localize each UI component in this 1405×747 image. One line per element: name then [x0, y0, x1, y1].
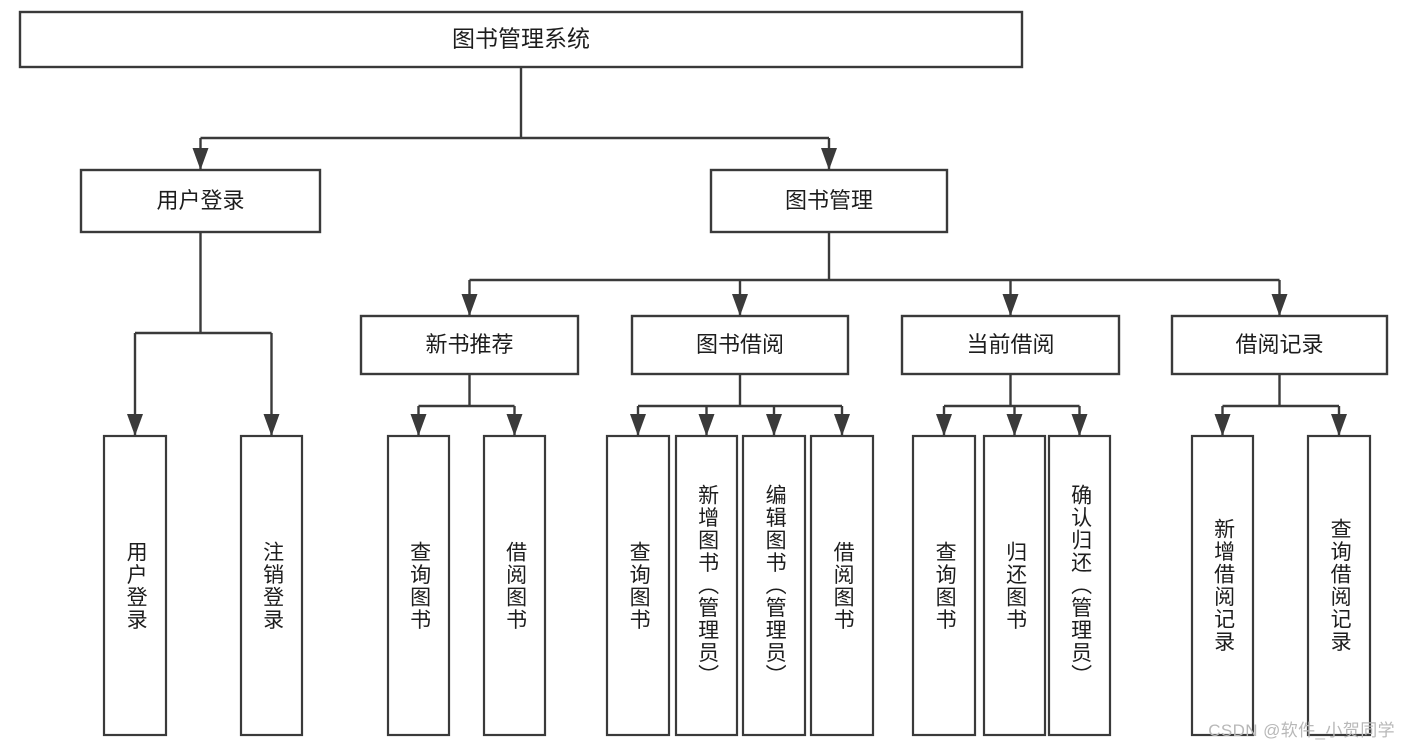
node-label: 借阅记录 — [1235, 332, 1323, 357]
node-用户登录[interactable]: 用户登录 — [79, 168, 322, 234]
node-label: 图书管理系统 — [452, 26, 590, 52]
arrow-head-icon — [410, 414, 427, 436]
arrow-head-icon — [766, 414, 782, 436]
node-rect — [1190, 434, 1255, 737]
arrow-head-icon — [834, 414, 850, 436]
node-查询图书-leaf[interactable] — [386, 434, 451, 737]
node-rect — [605, 434, 671, 737]
node-注销登录-leaf[interactable] — [239, 434, 304, 737]
arrow-head-icon — [936, 414, 952, 436]
arrow-head-icon — [1002, 294, 1019, 316]
node-用户登录-leaf[interactable] — [102, 434, 168, 737]
node-rect — [709, 168, 949, 234]
csdn-watermark: CSDN @软件_小贺同学 — [1208, 721, 1395, 740]
node-rect — [1306, 434, 1372, 737]
node-label: 图书管理 — [785, 188, 873, 213]
node-rect — [18, 10, 1024, 69]
node-归还图书-leaf[interactable] — [982, 434, 1047, 737]
node-rect — [674, 434, 739, 737]
node-查询图书-leaf[interactable] — [911, 434, 977, 737]
node-rect — [102, 434, 168, 737]
arrow-head-icon — [1331, 414, 1347, 436]
node-借阅记录[interactable]: 借阅记录 — [1170, 314, 1389, 376]
node-label: 当前借阅 — [966, 332, 1054, 357]
arrow-head-icon — [461, 294, 478, 316]
node-rect — [741, 434, 807, 737]
node-rect — [1170, 314, 1389, 376]
node-新增图书管理员-leaf[interactable] — [674, 434, 739, 737]
arrow-head-icon — [127, 414, 143, 436]
node-新增借阅记录-leaf[interactable] — [1190, 434, 1255, 737]
node-确认归还管理员-leaf[interactable] — [1047, 434, 1112, 737]
arrow-head-icon — [1071, 414, 1088, 436]
arrow-head-icon — [732, 294, 748, 316]
node-rect — [482, 434, 547, 737]
node-查询借阅记录-leaf[interactable] — [1306, 434, 1372, 737]
node-新书推荐[interactable]: 新书推荐 — [359, 314, 580, 376]
node-图书管理系统-root[interactable]: 图书管理系统 — [18, 10, 1024, 69]
node-rect — [1047, 434, 1112, 737]
node-图书管理[interactable]: 图书管理 — [709, 168, 949, 234]
node-rect — [982, 434, 1047, 737]
node-rect — [911, 434, 977, 737]
node-图书借阅[interactable]: 图书借阅 — [630, 314, 850, 376]
node-rect — [809, 434, 875, 737]
arrow-head-icon — [263, 414, 280, 436]
arrow-head-icon — [1271, 294, 1288, 316]
node-rect — [630, 314, 850, 376]
arrow-head-icon — [1006, 414, 1023, 436]
node-rect — [359, 314, 580, 376]
node-label: 新书推荐 — [425, 332, 513, 357]
arrow-head-icon — [821, 148, 837, 170]
node-rect — [239, 434, 304, 737]
node-借阅图书-leaf[interactable] — [809, 434, 875, 737]
arrow-head-icon — [630, 414, 646, 436]
node-编辑图书管理员-leaf[interactable] — [741, 434, 807, 737]
node-rect — [386, 434, 451, 737]
arrow-head-icon — [698, 414, 715, 436]
arrow-head-icon — [1214, 414, 1231, 436]
node-当前借阅[interactable]: 当前借阅 — [900, 314, 1121, 376]
node-label: 图书借阅 — [696, 332, 784, 357]
node-label: 用户登录 — [156, 188, 244, 213]
arrow-head-icon — [506, 414, 523, 436]
node-查询图书-leaf[interactable] — [605, 434, 671, 737]
node-rect — [79, 168, 322, 234]
node-rect — [900, 314, 1121, 376]
arrow-head-icon — [192, 148, 209, 170]
node-借阅图书-leaf[interactable] — [482, 434, 547, 737]
connector-layer — [127, 67, 1347, 436]
